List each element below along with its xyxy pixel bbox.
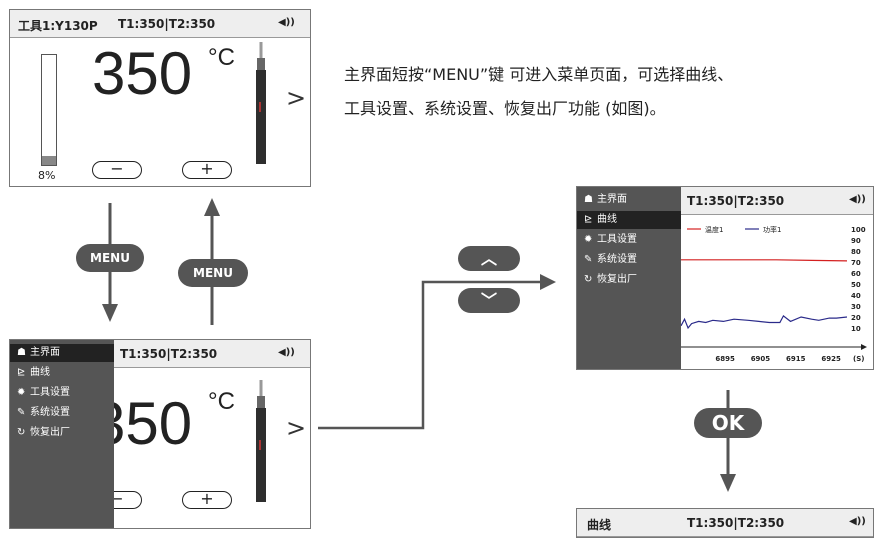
curve-bottom-title: 曲线: [587, 518, 612, 532]
curve-icon: ⊵: [17, 367, 26, 378]
menu-button-up[interactable]: MENU: [178, 259, 248, 287]
menu-screen: T1:350|T2:350 ◀)) 350 °C > − + ☗主界面 ⊵曲线 …: [9, 339, 311, 529]
curve-bottom-header: 曲线 T1:350|T2:350 ◀)): [577, 509, 873, 537]
menu-item-tool-settings[interactable]: ✹ 工具设置: [10, 384, 114, 402]
curve-screen-temps: T1:350|T2:350: [687, 194, 785, 208]
series-line: [680, 314, 848, 330]
menu-item-label: 曲线: [30, 367, 50, 378]
menu-item-main[interactable]: ☗ 主界面: [10, 344, 114, 362]
menu-item-label: 曲线: [597, 214, 617, 225]
menu-item-label: 恢复出厂: [30, 427, 70, 438]
series-line: [681, 259, 848, 262]
side-menu: ☗ 主界面 ⊵ 曲线 ✹ 工具设置 ✎ 系统设置 ↻ 恢复出厂: [10, 340, 114, 528]
decrease-button[interactable]: −: [92, 161, 142, 179]
x-tick-label: 6915: [786, 355, 806, 363]
curve-screen-bottom: 曲线 T1:350|T2:350 ◀)): [576, 508, 874, 538]
x-tick-label: 6925: [821, 355, 841, 363]
home-icon: ☗: [584, 194, 593, 205]
description: 主界面短按“MENU”键 可进入菜单页面，可选择曲线、 工具设置、系统设置、恢复…: [344, 58, 864, 126]
menu-item-label: 恢复出厂: [597, 274, 637, 285]
power-bar: [41, 54, 57, 166]
menu-screen-next-arrow[interactable]: >: [286, 414, 307, 442]
menu-item-label: 工具设置: [30, 387, 70, 398]
main-screen: 工具1:Y130P T1:350|T2:350 ◀)) 8% 350 °C > …: [9, 9, 311, 187]
main-header: 工具1:Y130P T1:350|T2:350 ◀)): [10, 10, 310, 38]
menu-item-main[interactable]: ☗ 主界面: [577, 191, 681, 209]
gear-icon: ✹: [17, 387, 26, 398]
menu-item-label: 主界面: [597, 194, 627, 205]
menu-item-factory-reset[interactable]: ↻ 恢复出厂: [10, 424, 114, 442]
next-arrow-button[interactable]: >: [286, 84, 307, 112]
y-tick-label: 70: [851, 259, 861, 267]
x-unit-label: (S): [853, 355, 864, 363]
menu-screen-increase-button[interactable]: +: [182, 491, 232, 509]
menu-item-factory-reset[interactable]: ↻ 恢复出厂: [577, 271, 681, 289]
description-line-1: 主界面短按“MENU”键 可进入菜单页面，可选择曲线、: [344, 65, 734, 84]
home-icon: ☗: [17, 347, 26, 358]
reset-icon: ↻: [584, 274, 593, 285]
menu-screen-soldering-iron-icon: [254, 380, 268, 502]
speaker-icon[interactable]: ◀)): [278, 17, 295, 28]
menu-item-system-settings[interactable]: ✎ 系统设置: [577, 251, 681, 269]
ok-button[interactable]: OK: [694, 408, 762, 438]
curve-icon: ⊵: [584, 214, 593, 225]
menu-item-label: 系统设置: [597, 254, 637, 265]
menu-item-label: 系统设置: [30, 407, 70, 418]
y-tick-label: 60: [851, 270, 861, 278]
menu-item-curve[interactable]: ⊵ 曲线: [577, 211, 681, 229]
curve-chart: 100 90 80 70 60 50 40 30 20 10 6895 6905 6915 6925 (S)…: [680, 225, 867, 363]
y-tick-label: 100: [851, 226, 866, 234]
menu-screen-unit: °C: [208, 388, 235, 415]
temperature-unit: °C: [208, 44, 235, 71]
menu-screen-speaker-icon[interactable]: ◀)): [278, 347, 295, 358]
curve-screen: T1:350|T2:350 ◀)) 100 90 80 70 60 50 40 30 20 10 6…: [576, 186, 874, 370]
menu-item-label: 工具设置: [597, 234, 637, 245]
y-tick-label: 80: [851, 248, 861, 256]
legend-label: 功率1: [763, 225, 781, 234]
menu-item-system-settings[interactable]: ✎ 系统设置: [10, 404, 114, 422]
tool-label: 工具1:Y130P: [18, 19, 98, 33]
menu-item-tool-settings[interactable]: ✹ 工具设置: [577, 231, 681, 249]
curve-bottom-speaker-icon[interactable]: ◀)): [849, 516, 866, 527]
nav-down-button[interactable]: ﹀: [458, 288, 520, 313]
y-tick-label: 10: [851, 325, 861, 333]
y-tick-label: 50: [851, 281, 861, 289]
gear-icon: ✹: [584, 234, 593, 245]
y-tick-label: 30: [851, 303, 861, 311]
curve-screen-speaker-icon[interactable]: ◀)): [849, 194, 866, 205]
reset-icon: ↻: [17, 427, 26, 438]
curve-side-menu: ☗ 主界面 ⊵ 曲线 ✹ 工具设置 ✎ 系统设置 ↻ 恢复出厂: [577, 187, 681, 369]
x-axis-arrow: [861, 344, 867, 350]
menu-item-curve[interactable]: ⊵ 曲线: [10, 364, 114, 382]
y-tick-label: 20: [851, 314, 861, 322]
wrench-icon: ✎: [584, 254, 593, 265]
x-tick-label: 6895: [715, 355, 735, 363]
y-tick-label: 40: [851, 292, 861, 300]
menu-button-down[interactable]: MENU: [76, 244, 144, 272]
temps-label: T1:350|T2:350: [118, 17, 216, 31]
legend-label: 温度1: [705, 225, 723, 234]
y-tick-label: 90: [851, 237, 861, 245]
menu-item-label: 主界面: [30, 347, 60, 358]
increase-button[interactable]: +: [182, 161, 232, 179]
power-bar-fill: [42, 156, 56, 165]
temperature-value: 350: [92, 40, 193, 107]
soldering-iron-icon: [254, 42, 268, 164]
x-tick-label: 6905: [751, 355, 771, 363]
curve-bottom-temps: T1:350|T2:350: [687, 516, 785, 530]
description-line-2: 工具设置、系统设置、恢复出厂功能 (如图)。: [344, 99, 666, 118]
menu-screen-temps: T1:350|T2:350: [120, 347, 218, 361]
nav-up-button[interactable]: ︿: [458, 246, 520, 271]
wrench-icon: ✎: [17, 407, 26, 418]
power-percent: 8%: [38, 169, 56, 182]
